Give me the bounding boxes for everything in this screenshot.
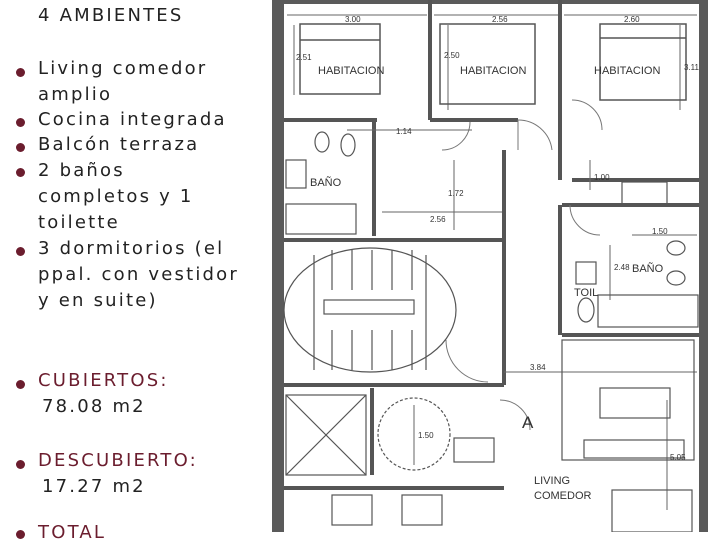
staircase xyxy=(283,247,457,373)
feature-balcon: Balcón terraza xyxy=(38,134,200,155)
label-living: LIVING xyxy=(534,475,570,487)
feature-dormitorios-line3: y en suite) xyxy=(38,290,158,311)
label-habitacion-1: HABITACION xyxy=(318,65,384,77)
outer-walls xyxy=(272,0,708,532)
stat-total-label: TOTAL xyxy=(38,522,107,543)
dim-label: 2.51 xyxy=(296,53,312,62)
dim-label: 2.48 xyxy=(614,263,630,272)
bed-1 xyxy=(299,23,381,95)
label-habitacion-3: HABITACION xyxy=(594,65,660,77)
stat-descubierto-label: DESCUBIERTO: xyxy=(38,450,198,471)
dim-label: 2.60 xyxy=(624,15,640,24)
room-labels: HABITACION HABITACION HABITACION BAÑO BA… xyxy=(310,65,664,502)
feature-living-line2: amplio xyxy=(38,84,113,105)
feature-dormitorios-line1: 3 dormitorios (el xyxy=(38,238,225,259)
dim-label: 3.84 xyxy=(530,363,546,372)
bullet-icon xyxy=(16,380,25,389)
dim-label: 3.11 xyxy=(684,63,700,72)
dim-label: 1.14 xyxy=(396,127,412,136)
shaft-and-elevator xyxy=(285,394,495,476)
label-toilette: TOIL xyxy=(574,287,598,299)
dim-label: 2.56 xyxy=(430,215,446,224)
stat-descubierto-value: 17.27 m2 xyxy=(42,476,146,497)
dim-label: 1.72 xyxy=(448,189,464,198)
label-comedor: COMEDOR xyxy=(534,490,592,502)
interior-walls xyxy=(284,0,699,490)
feature-living-line1: Living comedor xyxy=(38,58,208,79)
bullet-icon xyxy=(16,168,25,177)
dim-label: 1.00 xyxy=(594,173,610,182)
bullet-icon xyxy=(16,143,25,152)
bullet-icon xyxy=(16,68,25,77)
bullet-icon xyxy=(16,530,25,539)
bed-3 xyxy=(599,23,687,101)
feature-banos-line3: toilette xyxy=(38,212,120,233)
dim-label: 1.50 xyxy=(418,431,434,440)
dim-label: 3.00 xyxy=(345,15,361,24)
bullet-icon xyxy=(16,118,25,127)
feature-cocina: Cocina integrada xyxy=(38,109,227,130)
bullet-icon xyxy=(16,247,25,256)
bullet-icon xyxy=(16,460,25,469)
feature-dormitorios-line2: ppal. con vestidor xyxy=(38,264,239,285)
dim-label: 2.56 xyxy=(492,15,508,24)
feature-banos-line2: completos y 1 xyxy=(38,186,194,207)
bathroom-fixtures xyxy=(285,131,699,328)
bed-2 xyxy=(439,23,536,105)
label-bano-2: BAÑO xyxy=(632,262,664,275)
dim-label: 5.05 xyxy=(670,453,686,462)
stat-cubiertos-value: 78.08 m2 xyxy=(42,396,146,417)
doors xyxy=(441,99,603,431)
floor-plan: HABITACION HABITACION HABITACION BAÑO BA… xyxy=(272,0,708,532)
features-panel: 4 AMBIENTES Living comedor amplio Cocina… xyxy=(0,0,272,543)
feature-banos-line1: 2 baños xyxy=(38,160,125,181)
label-bano-1: BAÑO xyxy=(310,176,342,189)
dimension-lines xyxy=(287,14,697,510)
living-furniture xyxy=(331,339,695,532)
label-unit: A xyxy=(522,413,534,432)
dim-label: 2.50 xyxy=(444,51,460,60)
stat-cubiertos-label: CUBIERTOS: xyxy=(38,370,169,391)
feature-ambientes: 4 AMBIENTES xyxy=(38,5,184,26)
label-habitacion-2: HABITACION xyxy=(460,65,526,77)
dim-label: 1.50 xyxy=(652,227,668,236)
dimension-labels: 3.00 2.56 2.60 2.51 2.50 3.11 1.14 1.72 … xyxy=(296,15,700,462)
